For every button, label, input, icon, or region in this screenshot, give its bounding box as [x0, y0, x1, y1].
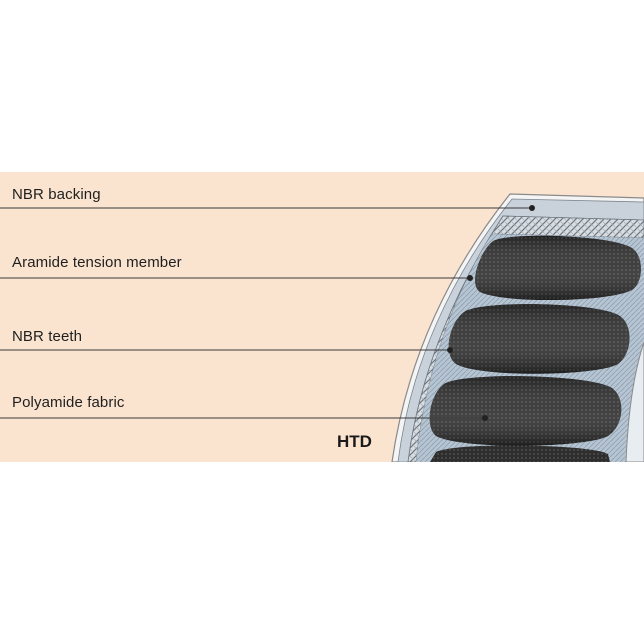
leader-dot-aramide: [467, 275, 473, 281]
label-nbr-backing: NBR backing: [12, 186, 101, 203]
label-polyamide-fabric: Polyamide fabric: [12, 394, 125, 411]
belt-diagram-panel: NBR backing Aramide tension member NBR t…: [0, 172, 644, 462]
leader-dot-nbr-backing: [529, 205, 535, 211]
adjacent-belt-edge: [625, 341, 644, 462]
label-nbr-teeth: NBR teeth: [12, 328, 83, 345]
tooth-4: [430, 445, 610, 462]
leader-dot-nbr-teeth: [447, 347, 453, 353]
label-aramide-tension-member: Aramide tension member: [12, 254, 182, 271]
htd-belt-cross-section: [0, 193, 644, 462]
belt-type-label: HTD: [337, 432, 372, 451]
leader-dot-polyamide: [482, 415, 488, 421]
nbr-teeth-group: [429, 235, 641, 462]
